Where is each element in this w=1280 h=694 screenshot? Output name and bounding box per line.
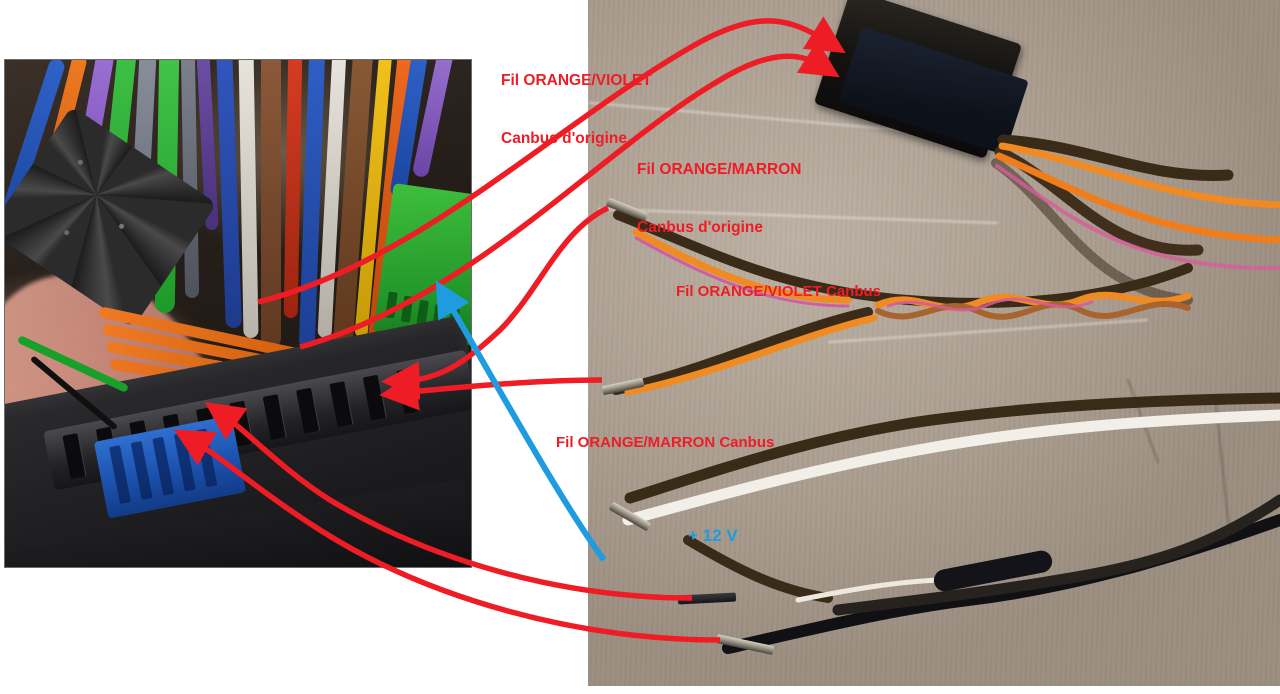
photo-left [4, 59, 472, 568]
label-fil-orange-violet-origine: Fil ORANGE/VIOLET Canbus d'origine [501, 32, 652, 187]
label-line-2: Canbus d'origine [637, 218, 763, 236]
label-fil-orange-violet-canbus: Fil ORANGE/VIOLET Canbus [676, 245, 881, 339]
label-line-2: Canbus d'origine [501, 129, 627, 147]
label-line-1: Fil ORANGE/MARRON [637, 160, 802, 178]
label-line-1: + 12 V [688, 525, 738, 545]
label-line-1: Fil ORANGE/VIOLET Canbus [676, 282, 882, 300]
wire-brown [261, 60, 281, 348]
label-line-1: Fil ORANGE/VIOLET [501, 71, 652, 89]
label-plus-12-volts: + 12 V [688, 482, 738, 588]
label-line-1: Fil ORANGE/MARRON Canbus [556, 433, 775, 451]
label-fil-orange-marron-canbus: Fil ORANGE/MARRON Canbus [556, 396, 774, 490]
label-fil-orange-marron-origine: Fil ORANGE/MARRON Canbus d'origine [637, 121, 801, 276]
